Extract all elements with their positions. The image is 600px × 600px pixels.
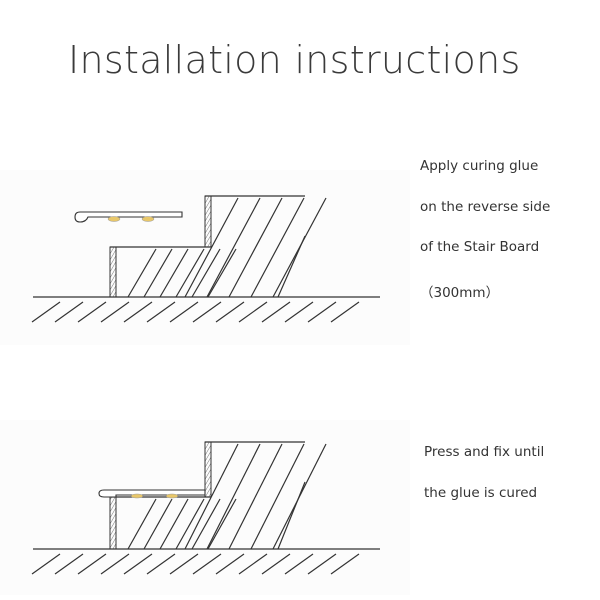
concrete-hatch	[191, 498, 221, 550]
concrete-hatch	[228, 443, 283, 550]
step2-line-1: Press and fix until	[424, 444, 545, 460]
concrete-hatch	[228, 197, 283, 298]
ground-hatch	[284, 301, 314, 323]
ground-hatch	[169, 553, 199, 575]
ground-hatch	[31, 301, 61, 323]
concrete-hatch	[159, 248, 189, 298]
concrete-hatch	[277, 481, 306, 550]
lower-riser-board	[109, 496, 117, 550]
concrete-hatch	[143, 498, 173, 550]
stair-board	[74, 211, 183, 223]
concrete-hatch	[175, 498, 205, 550]
concrete-hatch	[250, 197, 305, 298]
concrete-hatch	[184, 197, 239, 298]
concrete-hatch	[206, 443, 261, 550]
concrete-hatch	[277, 235, 306, 298]
ground-hatch	[261, 301, 291, 323]
step1-line-4: （300mm）	[420, 285, 500, 301]
concrete-hatch	[207, 248, 237, 298]
lower-riser-board	[109, 246, 117, 298]
step1-line-1: Apply curing glue	[420, 158, 539, 174]
ground-hatch	[330, 553, 360, 575]
glue-dot	[141, 216, 155, 222]
ground-hatch	[100, 301, 130, 323]
ground-hatch	[54, 301, 84, 323]
ground-hatch	[100, 553, 130, 575]
upper-riser-board	[204, 441, 212, 498]
step1-line-3: of the Stair Board	[420, 239, 540, 255]
ground-hatch	[31, 553, 61, 575]
concrete-hatch	[159, 498, 189, 550]
concrete-hatch	[143, 248, 173, 298]
ground-hatch	[238, 553, 268, 575]
ground-hatch	[238, 301, 268, 323]
ground-hatch	[146, 553, 176, 575]
step1-line-2: on the reverse side	[420, 199, 551, 215]
concrete-hatch	[250, 443, 305, 550]
ground-hatch	[307, 301, 337, 323]
ground-hatch	[307, 553, 337, 575]
glue-dot	[165, 493, 179, 499]
concrete-hatch	[206, 197, 261, 298]
ground-hatch	[192, 553, 222, 575]
stair-board	[98, 489, 206, 498]
ground-hatch	[215, 553, 245, 575]
concrete-hatch	[175, 248, 205, 298]
concrete-hatch	[184, 443, 239, 550]
ground-hatch	[123, 301, 153, 323]
ground-hatch	[77, 301, 107, 323]
ground-hatch	[54, 553, 84, 575]
concrete-hatch	[127, 498, 157, 550]
concrete-hatch	[127, 248, 157, 298]
step1-diagram	[31, 195, 380, 323]
ground-hatch	[169, 301, 199, 323]
step2-diagram	[31, 441, 380, 575]
ground-hatch	[330, 301, 360, 323]
concrete-hatch	[191, 248, 221, 298]
ground-hatch	[192, 301, 222, 323]
page-title: Installation instructions	[68, 38, 521, 82]
glue-dot	[107, 216, 121, 222]
upper-riser-board	[204, 195, 212, 248]
step2-line-2: the glue is cured	[424, 485, 538, 501]
glue-dot	[130, 493, 144, 499]
ground-hatch	[215, 301, 245, 323]
ground-hatch	[146, 301, 176, 323]
ground-hatch	[284, 553, 314, 575]
ground-hatch	[261, 553, 291, 575]
ground-hatch	[77, 553, 107, 575]
concrete-hatch	[207, 498, 237, 550]
ground-hatch	[123, 553, 153, 575]
